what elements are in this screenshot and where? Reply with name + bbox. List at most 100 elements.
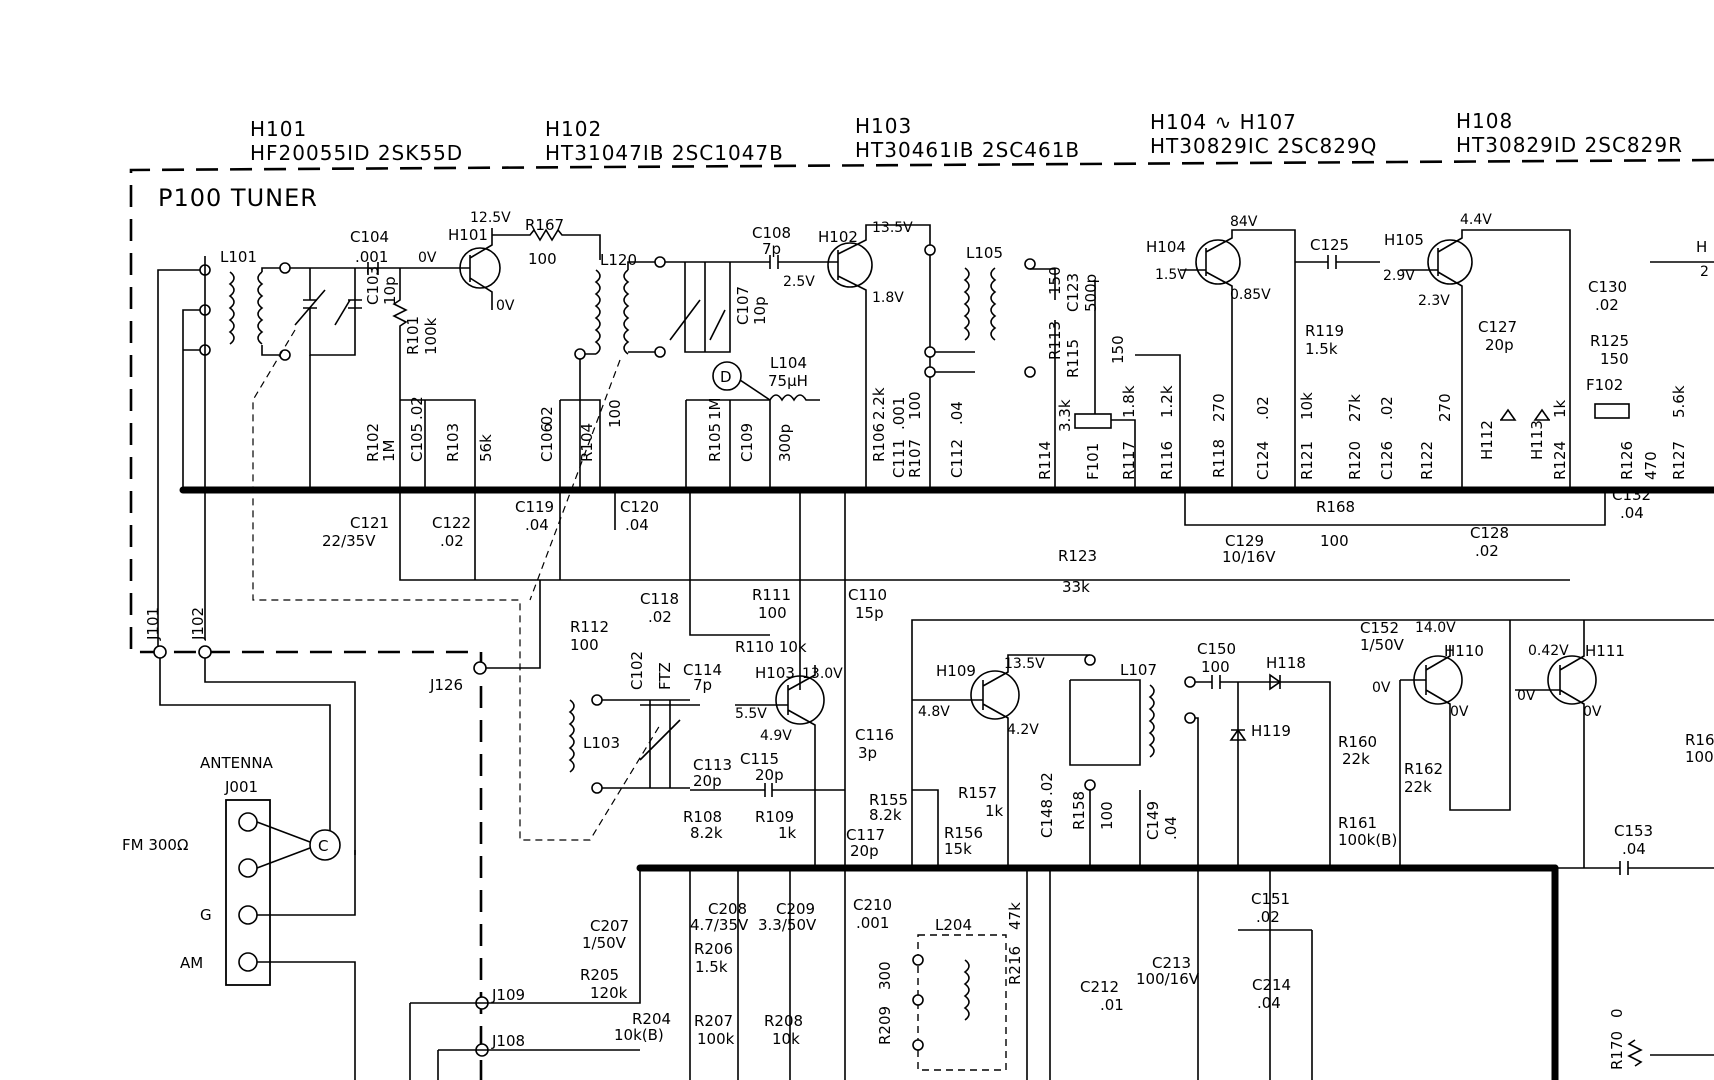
c210-value: .001 [856, 914, 889, 932]
h101-label: H101 [448, 226, 488, 244]
h104-transistor: H104 84V 1.5V 0.85V R118 270 C124 .02 C1… [1146, 214, 1396, 490]
c116-value: 3p [858, 744, 877, 762]
h103-oscillator: C118 .02 R111 100 C110 15p R110 10k R112… [568, 490, 894, 880]
v-4-4v: 4.4V [1460, 212, 1492, 228]
r114-value: 3.3k [1056, 399, 1074, 432]
c103-label: C103 [364, 266, 382, 305]
c108-value: 7p [762, 240, 781, 258]
r125-value: 150 [1600, 350, 1629, 368]
c105-label: C105 [408, 423, 426, 462]
r209-value: 300 [876, 961, 894, 990]
r121-label: R121 [1298, 441, 1316, 480]
c130-value: .02 [1595, 296, 1619, 314]
c102-label: C102 [628, 651, 646, 690]
antenna-jack-label: J001 [224, 778, 258, 796]
r117-value: 1.8k [1120, 385, 1138, 418]
r120-label: R120 [1346, 441, 1364, 480]
l104-value: 75μH [768, 372, 808, 390]
r156-value: 15k [944, 840, 972, 858]
r170-value: 0 [1608, 1008, 1626, 1018]
j109-label: J109 [491, 986, 525, 1004]
l204-shield [917, 934, 1007, 1071]
header-part-5: HT30829ID 2SC829R [1456, 133, 1683, 157]
r114-label: R114 [1036, 441, 1054, 480]
c118-value: .02 [648, 608, 672, 626]
r111-value: 100 [758, 604, 787, 622]
f101-filter [1074, 413, 1112, 429]
r168-label: R168 [1316, 498, 1355, 516]
r107-label: R107 [906, 439, 924, 478]
c115-value: 20p [755, 766, 784, 784]
j126-terminal [473, 661, 487, 675]
r205-value: 120k [590, 984, 628, 1002]
c104-label: C104 [350, 228, 389, 246]
c212-value: .01 [1100, 996, 1124, 1014]
v-4-8v: 4.8V [918, 704, 950, 720]
r124-value: 1k [1551, 399, 1569, 418]
h105-transistor: H105 4.4V 2.9V 2.3V R122 270 C127 20p H1… [1383, 212, 1714, 490]
c111-value: .001 [890, 397, 908, 430]
c120-value: .04 [625, 516, 649, 534]
r108-label: R108 [683, 808, 722, 826]
c112-value: .04 [948, 401, 966, 425]
r115-value: 150 [1109, 335, 1127, 364]
l101-label: L101 [220, 248, 257, 266]
header-id-4: H104 ∿ H107 [1150, 110, 1297, 134]
v-2-5v: 2.5V [783, 274, 815, 290]
h109-section: H109 13.5V 4.8V 4.2V R155 8.2k R156 15k … [869, 619, 1714, 1080]
lower-left-circuit: J109 J108 C207 1/50V C208 4.7/35V C209 3… [409, 868, 1714, 1080]
r160-label: R160 [1338, 733, 1377, 751]
r105-label: R105 [706, 423, 724, 462]
fm-terminal-2[interactable] [238, 858, 258, 878]
jacks-left: J101 J102 J126 [144, 256, 541, 855]
r161-value: 100k(B) [1338, 831, 1397, 849]
r102-value: 1M [380, 440, 398, 463]
j126-label: J126 [429, 676, 463, 694]
r104-label: R104 [578, 423, 596, 462]
r118-value: 270 [1210, 393, 1228, 422]
marker-d-label: D [720, 368, 732, 386]
v-2-partial: 2 [1700, 264, 1709, 280]
c151-label: C151 [1251, 890, 1290, 908]
r16x-partial-value: 100 [1685, 748, 1714, 766]
c119-value: .04 [525, 516, 549, 534]
r170-label: R170 [1608, 1031, 1626, 1070]
c103-value: 10p [381, 276, 399, 305]
v-0v-h110-emitter: 0V [1450, 704, 1469, 720]
r161-label: R161 [1338, 814, 1377, 832]
fm-terminal-1[interactable] [238, 812, 258, 832]
c118-label: C118 [640, 590, 679, 608]
h109-label: H109 [936, 662, 976, 680]
l104-label: L104 [770, 354, 807, 372]
h113-label: H113 [1528, 420, 1546, 460]
h110-label: H110 [1444, 642, 1484, 660]
ftz-label: FTZ [656, 662, 674, 690]
r127-value: 5.6k [1670, 385, 1688, 418]
am-terminal[interactable] [238, 952, 258, 972]
input-section: L101 C103 10p C104 .001 0V R101 100k R10… [157, 228, 495, 655]
f101-label: F101 [1084, 443, 1102, 480]
upper-bus-decoupling: C121 22/35V C122 .02 C119 .04 C120 .04 C… [322, 486, 1651, 596]
g-label: G [200, 906, 212, 924]
h104-label: H104 [1146, 238, 1186, 256]
header-id-5: H108 [1456, 109, 1513, 133]
l105-label: L105 [966, 244, 1003, 262]
v-4-2v: 4.2V [1007, 722, 1039, 738]
l120-section: L120 C106 .02 R104 100 C107 10p C108 7p … [538, 224, 825, 490]
c110-value: 15p [855, 604, 884, 622]
c106-label: C106 [538, 423, 556, 462]
r101-label: R101 [404, 316, 422, 355]
c121-label: C121 [350, 514, 389, 532]
c212-label: C212 [1080, 978, 1119, 996]
c207-label: C207 [590, 917, 629, 935]
gang-tuning-link [252, 329, 661, 841]
g-terminal[interactable] [238, 905, 258, 925]
c128-label: C128 [1470, 524, 1509, 542]
v-0v-h111-emitter: 0V [1583, 704, 1602, 720]
v-2-3v: 2.3V [1418, 293, 1450, 309]
r113-label: R113 [1046, 321, 1064, 360]
c152-label: C152 [1360, 619, 1399, 637]
transistor-list-header: H101 HF20055ID 2SK55D H102 HT31047IB 2SC… [250, 109, 1683, 165]
j108-label: J108 [491, 1032, 525, 1050]
f102-label: F102 [1586, 376, 1623, 394]
